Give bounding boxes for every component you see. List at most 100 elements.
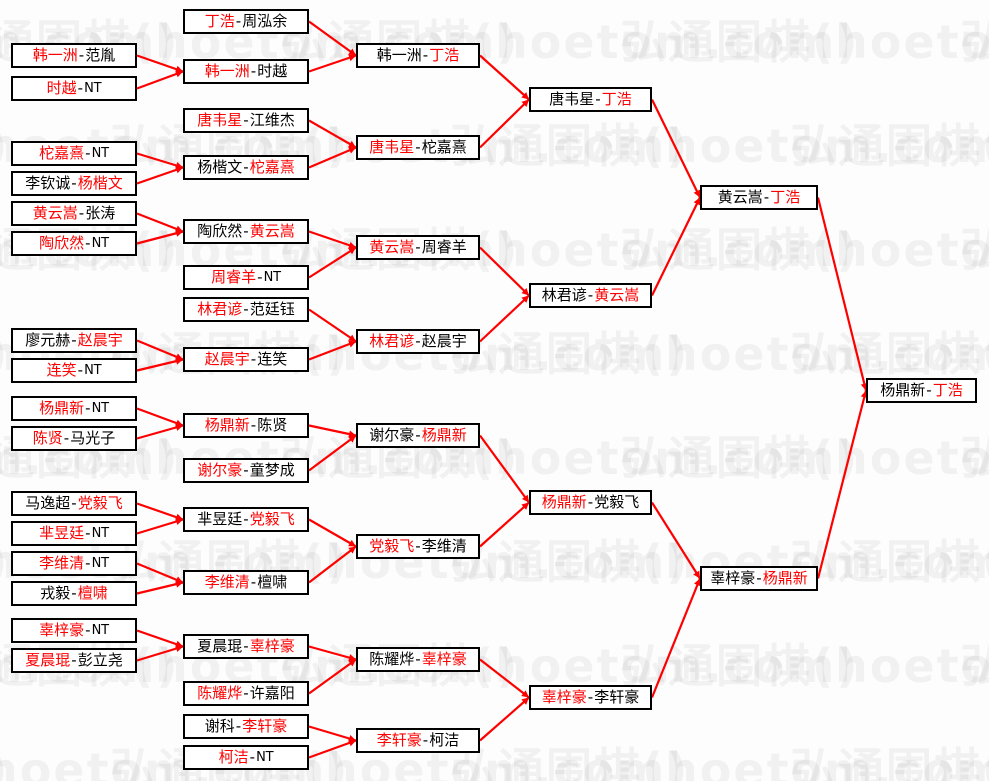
match-box[interactable]: 林君谚-赵晨宇 — [356, 329, 480, 354]
match-box[interactable]: 陈贤-马光子 — [11, 426, 137, 451]
connector-line — [479, 98, 530, 149]
match-box[interactable]: 芈昱廷-党毅飞 — [183, 507, 309, 532]
player-winner: 辜梓豪 — [421, 650, 467, 668]
connector-line — [136, 424, 184, 440]
match-box[interactable]: 黄云嵩-张涛 — [11, 201, 137, 226]
connector-arrowhead — [693, 189, 701, 198]
connector-line — [136, 358, 184, 372]
match-box[interactable]: 芈昱廷-NT — [11, 521, 137, 546]
player-loser: 杨鼎新 — [880, 381, 926, 399]
connector-arrowhead — [521, 697, 529, 705]
connector-line — [308, 658, 357, 695]
match-box[interactable]: 丁浩-周泓余 — [183, 9, 309, 34]
match-box[interactable]: 韩一洲-丁浩 — [356, 43, 480, 68]
match-box[interactable]: 辜梓豪-李轩豪 — [529, 685, 652, 710]
connector-line — [479, 658, 530, 699]
match-box[interactable]: 黄云嵩-周睿羊 — [356, 235, 480, 260]
match-box[interactable]: 夏晨琨-彭立尧 — [11, 648, 137, 673]
player-separator: - — [243, 684, 249, 702]
match-box[interactable]: 陈耀烨-辜梓豪 — [356, 647, 480, 672]
connector-arrowhead — [175, 166, 183, 174]
match-box[interactable]: 林君谚-黄云嵩 — [529, 283, 652, 308]
connector-arrowhead — [348, 241, 356, 249]
match-box[interactable]: 周睿羊-NT — [183, 265, 309, 290]
connector-arrowhead — [348, 146, 356, 154]
connector-line — [308, 54, 357, 73]
player-loser: NT — [84, 81, 102, 96]
match-box[interactable]: 戎毅-檀啸 — [11, 581, 137, 606]
player-separator: - — [243, 637, 249, 655]
connector-arrowhead — [521, 295, 529, 303]
player-winner: 时越 — [46, 79, 77, 97]
match-box[interactable]: 韩一洲-范胤 — [11, 43, 137, 68]
match-box[interactable]: 韩一洲-时越 — [183, 59, 309, 84]
connector-arrowhead — [348, 48, 356, 56]
player-separator: - — [71, 331, 77, 349]
match-box[interactable]: 辜梓豪-NT — [11, 618, 137, 643]
connector-line — [136, 518, 184, 535]
match-box[interactable]: 杨楷文-柁嘉熹 — [183, 155, 309, 180]
match-box[interactable]: 陶欣然-NT — [11, 231, 137, 256]
match-box[interactable]: 柁嘉熹-NT — [11, 141, 137, 166]
player-loser: 戎毅 — [40, 584, 71, 602]
player-winner: 黄云嵩 — [369, 238, 415, 256]
connector-line — [651, 99, 701, 198]
player-separator: - — [243, 461, 249, 479]
match-box[interactable]: 谢尔豪-杨鼎新 — [356, 423, 480, 448]
match-box[interactable]: 党毅飞-李维清 — [356, 534, 480, 559]
match-box[interactable]: 廖元赫-赵晨宇 — [11, 328, 137, 353]
match-box[interactable]: 谢科-李轩豪 — [183, 714, 309, 739]
connector-arrowhead — [348, 654, 356, 662]
match-box[interactable]: 赵晨宇-连笑 — [183, 347, 309, 372]
player-loser: 马光子 — [70, 429, 116, 447]
connector-arrowhead — [348, 247, 356, 255]
connector-line — [308, 424, 357, 437]
player-loser: 时越 — [257, 62, 288, 80]
player-loser: NT — [256, 750, 274, 765]
match-box[interactable]: 杨鼎新-陈贤 — [183, 413, 309, 438]
player-separator: - — [250, 62, 257, 80]
match-box[interactable]: 唐韦星-江维杰 — [183, 108, 309, 133]
connector-arrowhead — [175, 229, 183, 237]
player-loser: 周睿羊 — [421, 238, 467, 256]
connector-line — [479, 501, 530, 548]
connector-arrowhead — [348, 546, 356, 554]
player-separator: - — [415, 238, 421, 256]
connector-arrowhead — [348, 140, 356, 148]
player-separator: - — [250, 416, 257, 434]
match-box[interactable]: 唐韦星-丁浩 — [529, 87, 652, 112]
player-loser: 范胤 — [85, 46, 116, 64]
connector-arrowhead — [348, 539, 356, 547]
match-box[interactable]: 杨鼎新-NT — [11, 396, 137, 421]
player-loser: 李钦诚 — [25, 174, 71, 192]
match-box[interactable]: 谢尔豪-童梦成 — [183, 458, 309, 483]
player-loser: 黄云嵩 — [717, 188, 763, 206]
connector-arrowhead — [175, 357, 183, 365]
match-box[interactable]: 柯洁-NT — [183, 745, 309, 770]
connector-arrowhead — [521, 690, 529, 698]
player-separator: - — [243, 111, 249, 129]
player-separator: - — [243, 222, 249, 240]
match-box[interactable]: 黄云嵩-丁浩 — [700, 185, 818, 210]
match-box[interactable]: 杨鼎新-丁浩 — [866, 378, 977, 403]
match-box[interactable]: 陶欣然-黄云嵩 — [183, 219, 309, 244]
match-box[interactable]: 陈耀烨-许嘉阳 — [183, 681, 309, 706]
match-box[interactable]: 李轩豪-柯洁 — [356, 728, 480, 753]
match-box[interactable]: 李维清-檀啸 — [183, 570, 309, 595]
match-box[interactable]: 时越-NT — [11, 76, 137, 101]
match-box[interactable]: 李维清-NT — [11, 551, 137, 576]
match-box[interactable]: 连笑-NT — [11, 358, 137, 383]
match-box[interactable]: 唐韦星-柁嘉熹 — [356, 135, 480, 160]
match-box[interactable]: 辜梓豪-杨鼎新 — [700, 566, 818, 591]
player-loser: NT — [91, 401, 109, 416]
player-winner: 檀啸 — [77, 584, 108, 602]
player-separator: - — [926, 381, 932, 399]
match-box[interactable]: 李钦诚-杨楷文 — [11, 171, 137, 196]
match-box[interactable]: 林君谚-范廷钰 — [183, 297, 309, 322]
player-separator: - — [763, 188, 770, 206]
match-box[interactable]: 杨鼎新-党毅飞 — [529, 490, 652, 515]
match-box[interactable]: 马逸超-党毅飞 — [11, 491, 137, 516]
player-winner: 杨鼎新 — [762, 569, 808, 587]
match-box[interactable]: 夏晨琨-辜梓豪 — [183, 634, 309, 659]
